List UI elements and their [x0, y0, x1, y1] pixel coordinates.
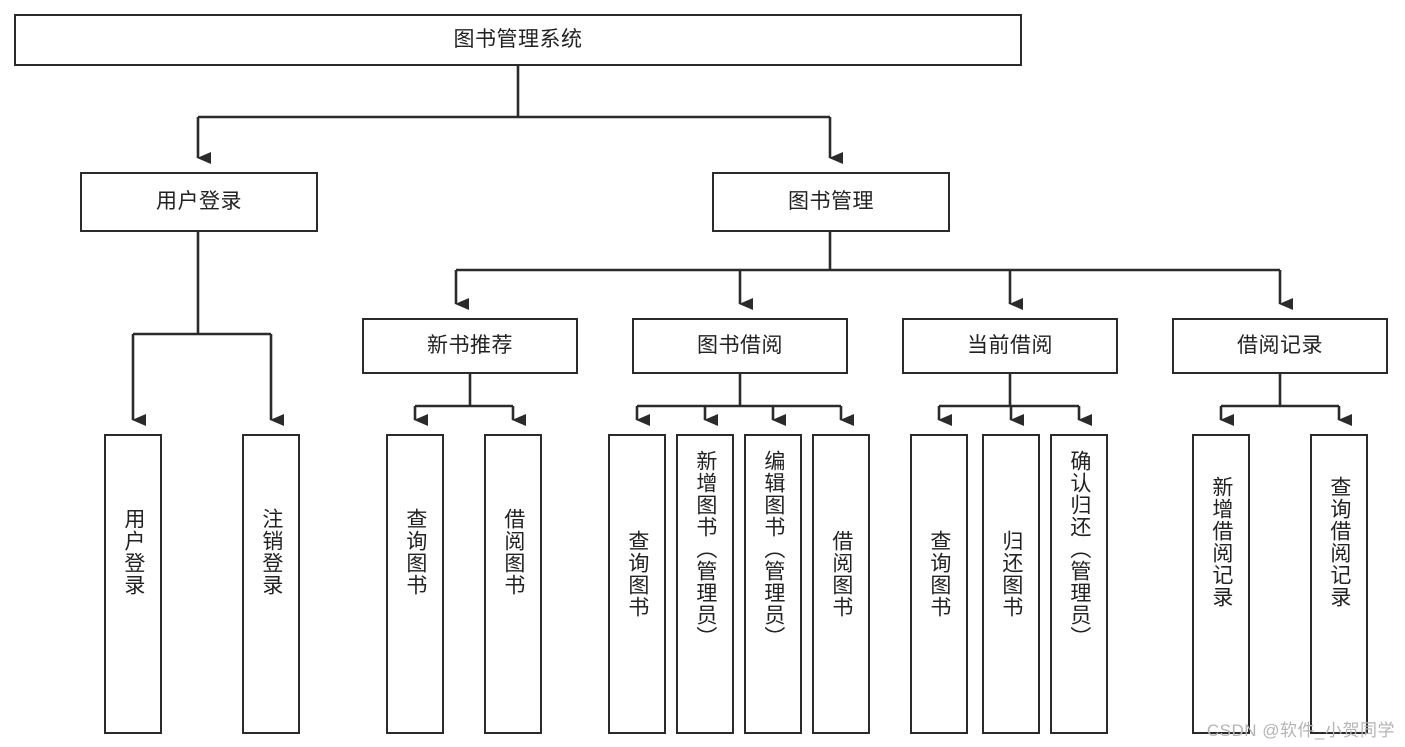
node-leaf-user-login-label: 用户登录 — [121, 508, 145, 596]
node-leaf-add-record-label: 新增借阅记录 — [1209, 476, 1233, 608]
node-leaf-add-book-label: 新增图书（管理员） — [693, 450, 717, 648]
node-leaf-edit-book-label: 编辑图书（管理员） — [761, 450, 785, 648]
node-leaf-query-record-label: 查询借阅记录 — [1327, 476, 1351, 608]
node-user-login[interactable]: 用户登录 — [80, 172, 318, 232]
node-book-manage[interactable]: 图书管理 — [712, 172, 950, 232]
node-leaf-query-book-3[interactable]: 查询图书 — [910, 434, 968, 734]
node-leaf-query-book-1-label: 查询图书 — [403, 508, 427, 596]
node-borrow-record-label: 借阅记录 — [1237, 333, 1323, 357]
node-book-manage-label: 图书管理 — [788, 189, 874, 213]
node-leaf-return-book[interactable]: 归还图书 — [982, 434, 1040, 734]
node-leaf-borrow-book-2-label: 借阅图书 — [829, 530, 853, 618]
node-root-label: 图书管理系统 — [453, 27, 583, 51]
node-user-login-label: 用户登录 — [156, 189, 242, 213]
node-leaf-query-book-3-label: 查询图书 — [927, 530, 951, 618]
node-borrow-record[interactable]: 借阅记录 — [1172, 318, 1388, 374]
node-leaf-add-record[interactable]: 新增借阅记录 — [1192, 434, 1250, 734]
node-leaf-query-book-2[interactable]: 查询图书 — [608, 434, 666, 734]
node-leaf-query-record[interactable]: 查询借阅记录 — [1310, 434, 1368, 734]
node-leaf-return-book-label: 归还图书 — [999, 530, 1023, 618]
node-current-borrow-label: 当前借阅 — [967, 333, 1053, 357]
node-leaf-user-login[interactable]: 用户登录 — [104, 434, 162, 734]
node-leaf-logout-label: 注销登录 — [259, 508, 283, 596]
node-leaf-confirm-return-label: 确认归还（管理员） — [1067, 450, 1091, 648]
node-book-borrow[interactable]: 图书借阅 — [632, 318, 848, 374]
node-leaf-confirm-return[interactable]: 确认归还（管理员） — [1050, 434, 1108, 734]
node-new-book-rec-label: 新书推荐 — [427, 333, 513, 357]
node-leaf-borrow-book-1[interactable]: 借阅图书 — [484, 434, 542, 734]
node-leaf-borrow-book-1-label: 借阅图书 — [501, 508, 525, 596]
node-leaf-borrow-book-2[interactable]: 借阅图书 — [812, 434, 870, 734]
node-leaf-query-book-2-label: 查询图书 — [625, 530, 649, 618]
watermark-text: CSDN @软件_小贺同学 — [1206, 721, 1395, 740]
node-root[interactable]: 图书管理系统 — [14, 14, 1022, 66]
node-current-borrow[interactable]: 当前借阅 — [902, 318, 1118, 374]
node-leaf-query-book-1[interactable]: 查询图书 — [386, 434, 444, 734]
node-leaf-logout[interactable]: 注销登录 — [242, 434, 300, 734]
node-leaf-add-book[interactable]: 新增图书（管理员） — [676, 434, 734, 734]
node-book-borrow-label: 图书借阅 — [697, 333, 783, 357]
node-new-book-rec[interactable]: 新书推荐 — [362, 318, 578, 374]
node-leaf-edit-book[interactable]: 编辑图书（管理员） — [744, 434, 802, 734]
